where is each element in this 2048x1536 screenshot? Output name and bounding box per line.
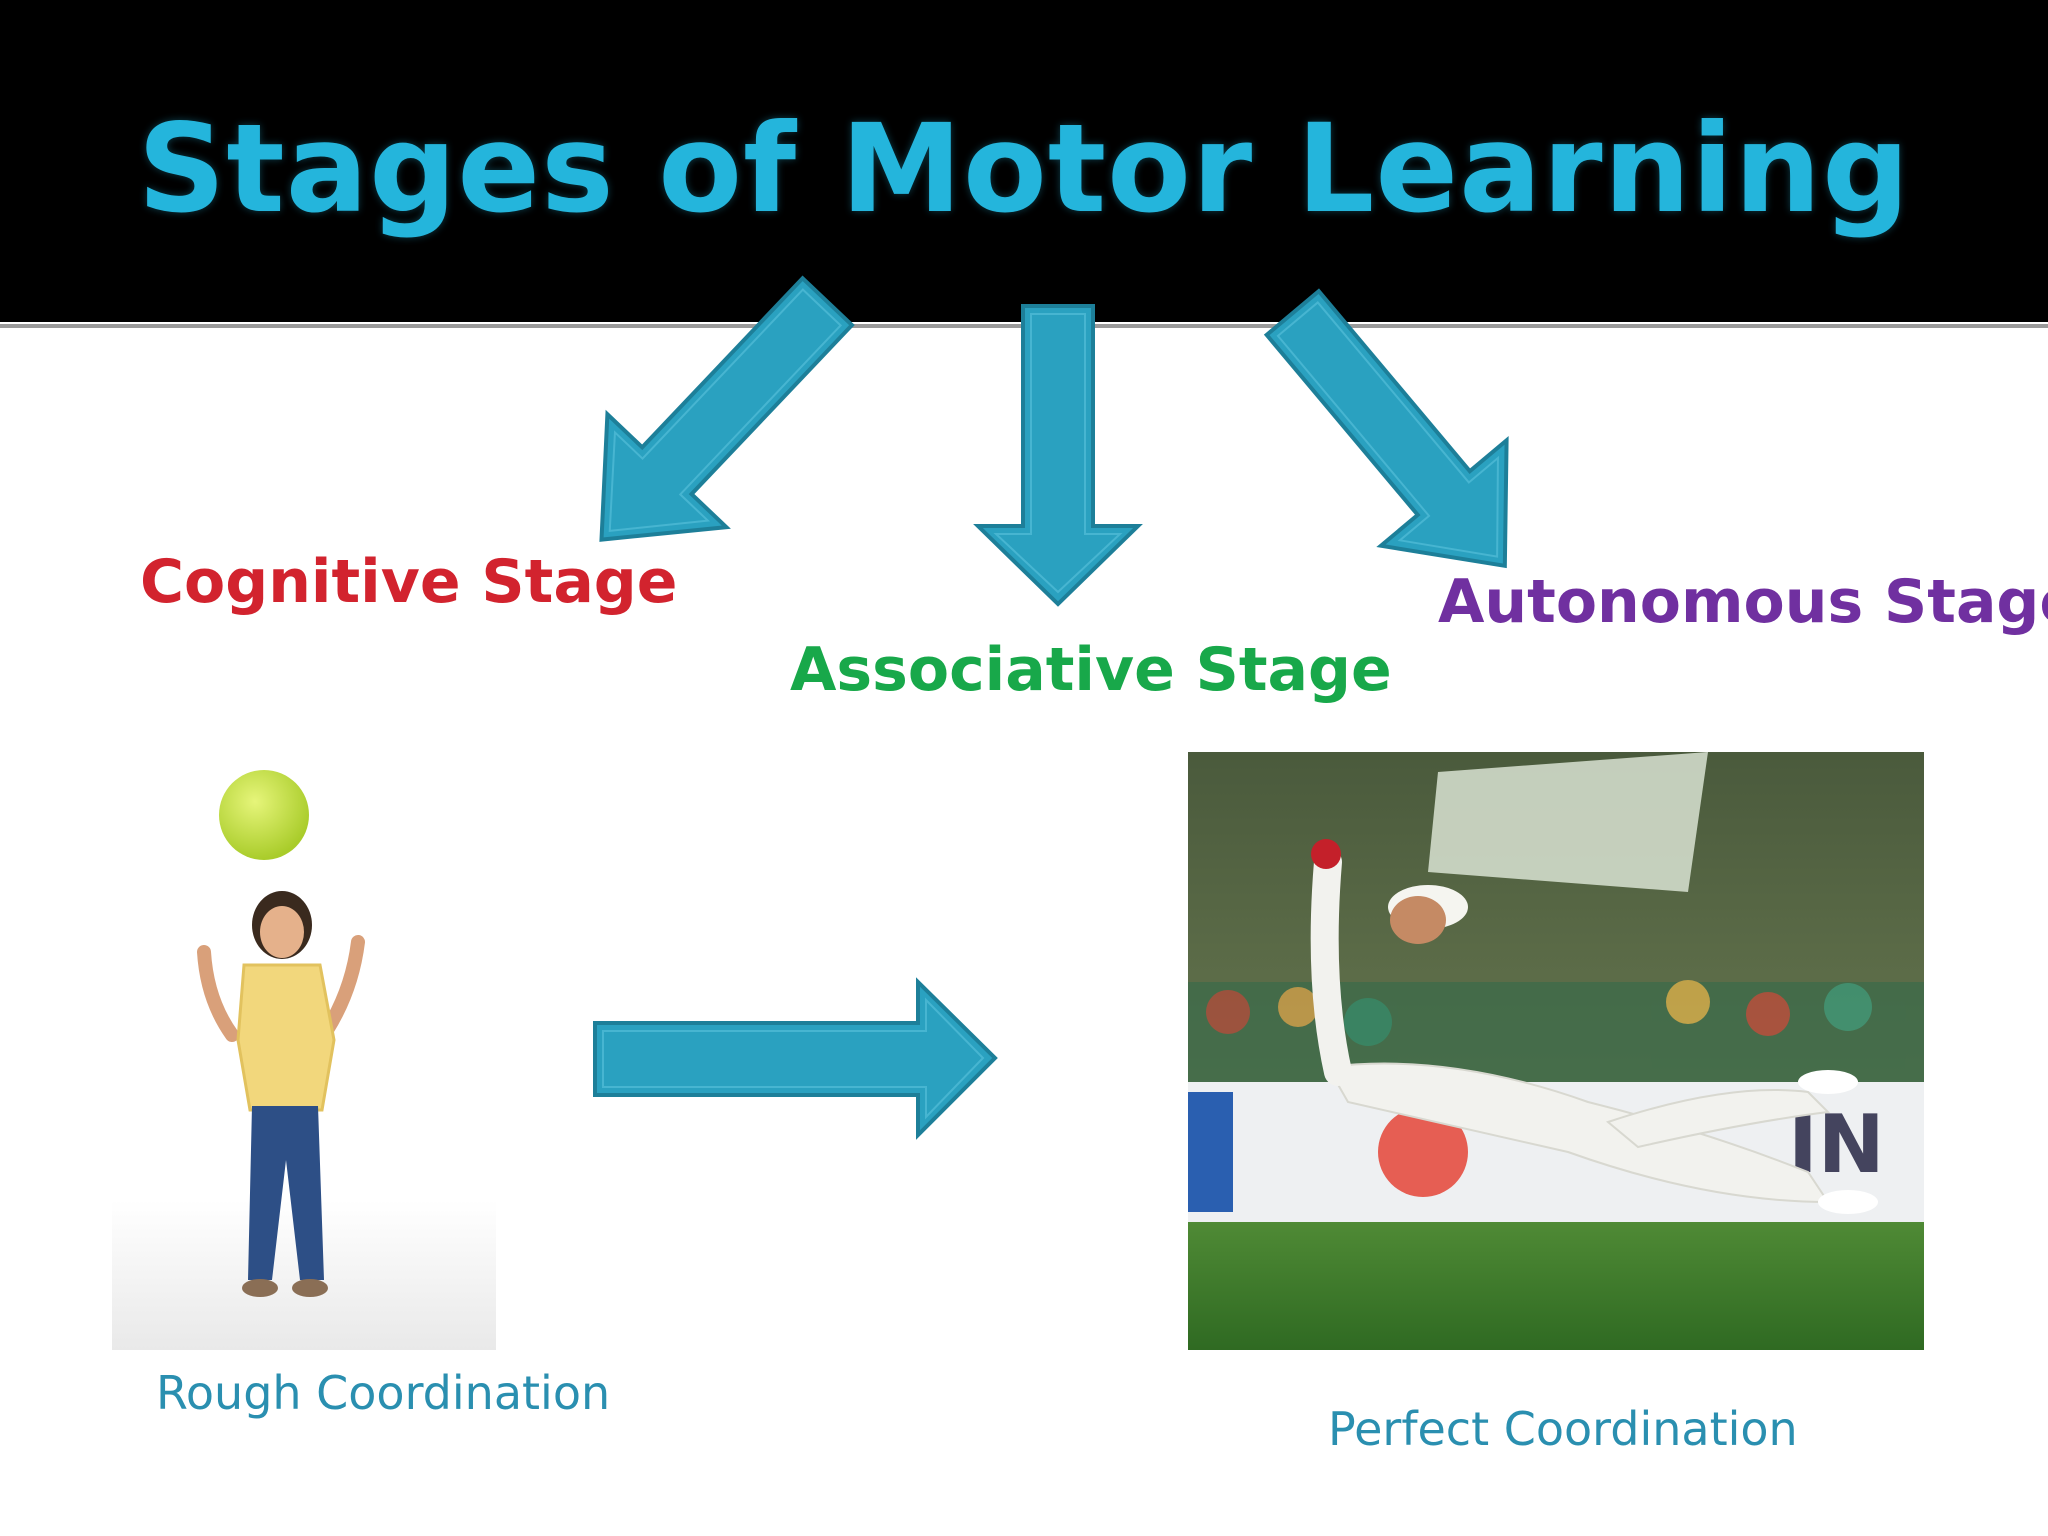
arrow-to-cognitive xyxy=(599,275,855,542)
title-banner xyxy=(0,0,2048,322)
cricket-diving-catch-image: IN xyxy=(1188,752,1924,1350)
arrow-to-associative xyxy=(973,304,1143,607)
perfect-coordination-caption: Perfect Coordination xyxy=(1328,1402,1798,1456)
arrow-to-autonomous xyxy=(1263,288,1509,569)
rough-coordination-caption: Rough Coordination xyxy=(156,1366,611,1420)
child-catching-ball-image xyxy=(112,770,496,1350)
arrow-progression xyxy=(593,977,998,1140)
autonomous-stage-label: Autonomous Stage xyxy=(1438,567,2048,637)
associative-stage-label: Associative Stage xyxy=(790,635,1392,705)
cognitive-stage-label: Cognitive Stage xyxy=(140,547,678,617)
slide-title: Stages of Motor Learning xyxy=(137,98,1911,240)
